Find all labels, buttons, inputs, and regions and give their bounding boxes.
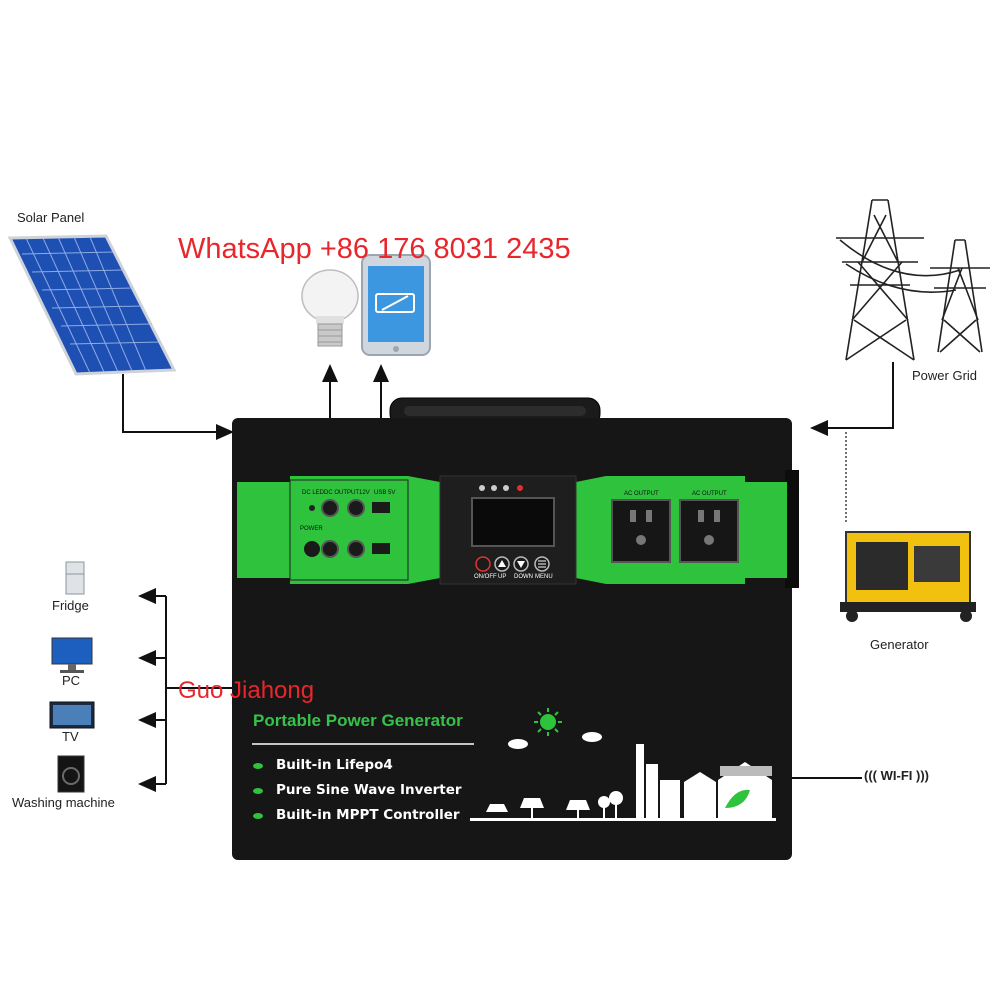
ac-socket-2[interactable] bbox=[679, 499, 739, 563]
down-label: DOWN bbox=[514, 574, 533, 580]
dc-port-1[interactable] bbox=[321, 499, 339, 517]
device-name: Portable Power Generator bbox=[253, 711, 463, 730]
washing-machine-icon bbox=[57, 755, 85, 793]
washing-machine-label: Washing machine bbox=[12, 795, 115, 810]
generator-label: Generator bbox=[870, 637, 929, 652]
dc-output-label: DC OUTPUT12V bbox=[324, 490, 370, 496]
pc-icon bbox=[51, 637, 93, 673]
ac-socket-1[interactable] bbox=[611, 499, 671, 563]
on-off-label: ON/OFF bbox=[474, 574, 497, 580]
power-grid-label: Power Grid bbox=[912, 368, 978, 383]
wifi-text: WI-FI bbox=[880, 768, 913, 783]
power-grid-icon bbox=[836, 199, 990, 361]
tv-label: TV bbox=[62, 729, 79, 744]
feature-bullet-icons bbox=[253, 763, 263, 819]
name-watermark: Guo Jiahong bbox=[178, 677, 315, 704]
power-label: POWER bbox=[300, 526, 323, 532]
ac-output-label-2: AC OUTPUT bbox=[692, 491, 727, 497]
sun-icon bbox=[534, 708, 562, 736]
up-label: UP bbox=[498, 574, 507, 580]
dc-led-label: DC LED bbox=[302, 490, 325, 496]
light-bulb-icon bbox=[301, 269, 359, 347]
usb-port-1[interactable] bbox=[372, 502, 390, 513]
pc-label: PC bbox=[62, 673, 81, 688]
lcd-screen bbox=[471, 497, 555, 547]
fridge-label: Fridge bbox=[52, 598, 89, 613]
usb-label: USB 5V bbox=[374, 490, 396, 496]
generator-icon bbox=[840, 531, 976, 622]
wifi-label: ((( WI-FI ))) bbox=[864, 768, 929, 783]
dc-led-indicator bbox=[309, 505, 315, 511]
solar-panel-label: Solar Panel bbox=[17, 210, 85, 225]
phone-icon bbox=[361, 254, 431, 356]
dc-port-2[interactable] bbox=[347, 499, 365, 517]
feature-2: Pure Sine Wave Inverter bbox=[276, 782, 462, 798]
tv-icon bbox=[49, 701, 95, 729]
on-off-button[interactable] bbox=[475, 556, 491, 572]
fridge-icon bbox=[65, 561, 85, 595]
menu-label: MENU bbox=[535, 574, 553, 580]
ac-output-label-1: AC OUTPUT bbox=[624, 491, 659, 497]
usb-port-2[interactable] bbox=[372, 543, 390, 554]
power-button[interactable] bbox=[304, 541, 320, 557]
feature-3: Built-in MPPT Controller bbox=[276, 807, 460, 823]
feature-1: Built-in Lifepo4 bbox=[276, 757, 393, 773]
whatsapp-watermark: WhatsApp +86 176 8031 2435 bbox=[178, 233, 571, 265]
dc-port-4[interactable] bbox=[347, 540, 365, 558]
dc-port-3[interactable] bbox=[321, 540, 339, 558]
solar-panel-icon bbox=[7, 234, 177, 376]
